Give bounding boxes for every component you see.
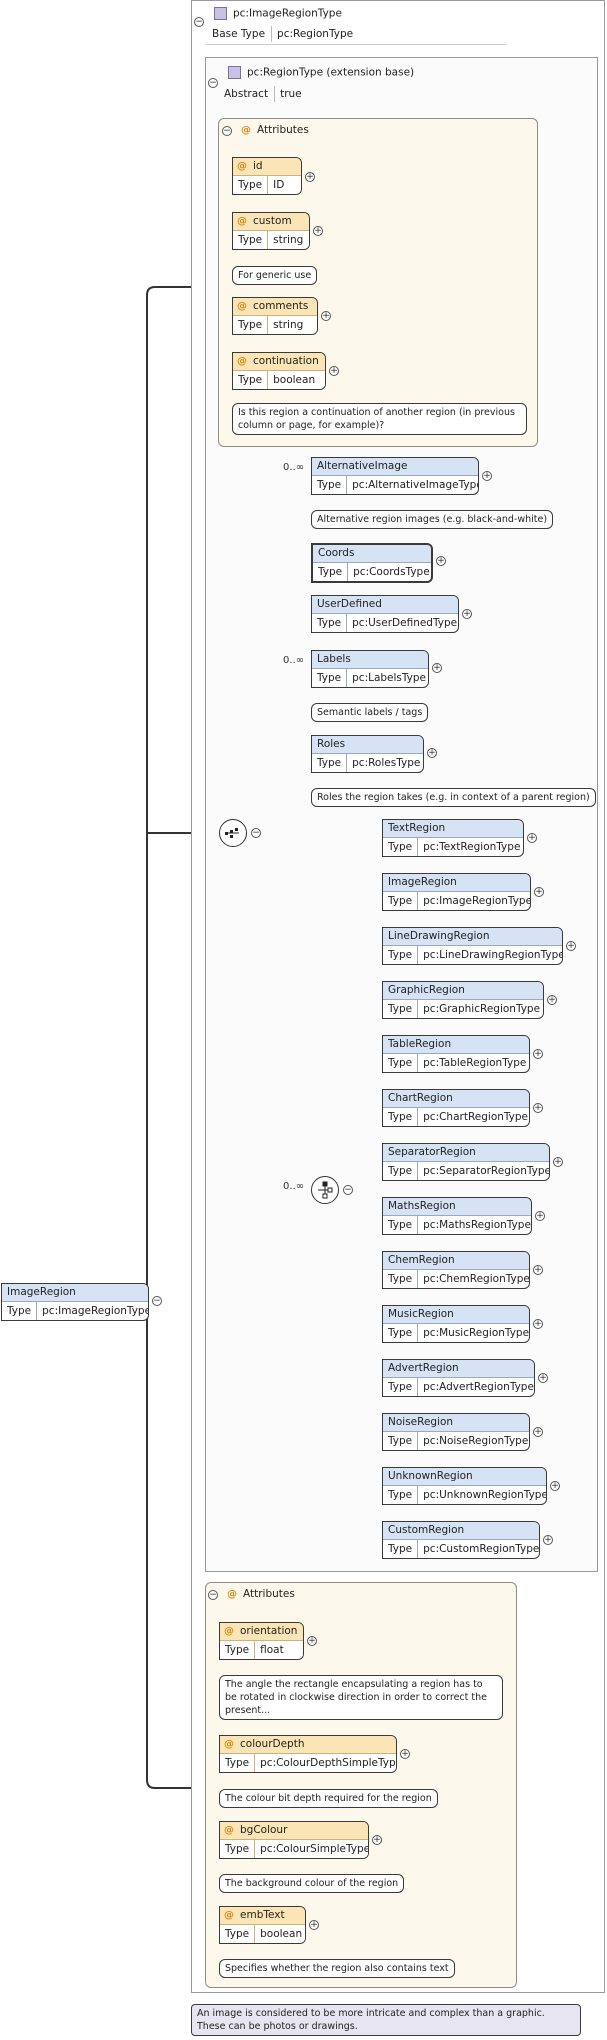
expand-graphic-region-button[interactable]: + [547,995,557,1005]
complex-type-title: pc:ImageRegionType [214,7,342,20]
attribute-icon: @ [241,125,251,136]
bg-colour-note: The background colour of the region [219,1874,405,1893]
base-attributes-title: @Attributes [241,124,309,136]
attributes-title: @Attributes [227,1588,295,1600]
choice-cardinality: 0..∞ [283,1181,305,1192]
orientation-note: The angle the rectangle encapsulating a … [219,1675,503,1720]
expand-line-drawing-region-button[interactable]: + [566,941,576,951]
complex-type-icon [214,7,227,20]
expand-separator-region-button[interactable]: + [553,1157,563,1167]
custom-note: For generic use [232,266,318,285]
extension-title: pc:RegionType (extension base) [228,66,414,79]
expand-alternative-image-button[interactable]: + [482,471,492,481]
expand-chart-region-button[interactable]: + [533,1103,543,1113]
abstract-row: Abstract true [218,86,307,102]
attribute-icon: @ [227,1589,237,1600]
expand-noise-region-button[interactable]: + [533,1427,543,1437]
sequence-compositor-icon [219,819,247,847]
base-type-row: Base Type pc:RegionType [206,26,358,42]
expand-advert-region-button[interactable]: + [538,1373,548,1383]
expand-comments-button[interactable]: + [321,311,331,321]
expand-chem-region-button[interactable]: + [533,1265,543,1275]
attribute-icon: @ [224,1626,234,1637]
expand-emb-text-button[interactable]: + [309,1920,319,1930]
collapse-attributes-button[interactable]: − [208,1590,218,1600]
alternative-image-cardinality: 0..∞ [283,462,305,473]
collapse-sequence-button[interactable]: − [251,828,261,838]
footer-note: An image is considered to be more intric… [191,2004,581,2036]
expand-music-region-button[interactable]: + [533,1319,543,1329]
expand-orientation-button[interactable]: + [307,1636,317,1646]
labels-note: Semantic labels / tags [311,703,429,722]
expand-bg-colour-button[interactable]: + [372,1835,382,1845]
expand-custom-region-button[interactable]: + [543,1535,553,1545]
collapse-root-button[interactable]: − [152,1296,162,1306]
expand-image-region-button[interactable]: + [534,887,544,897]
choice-compositor-icon [311,1176,339,1204]
attribute-icon: @ [237,356,247,367]
attribute-icon: @ [237,161,247,172]
collapse-base-attributes-button[interactable]: − [222,126,232,136]
attribute-icon: @ [237,216,247,227]
extension-icon [228,66,241,79]
attribute-icon: @ [224,1825,234,1836]
alternative-image-note: Alternative region images (e.g. black-an… [311,510,554,529]
divider [206,44,506,45]
expand-unknown-region-button[interactable]: + [550,1481,560,1491]
expand-coords-button[interactable]: + [436,556,446,566]
emb-text-note: Specifies whether the region also contai… [219,1959,455,1978]
attribute-icon: @ [224,1739,234,1750]
roles-note: Roles the region takes (e.g. in context … [311,788,596,807]
expand-labels-button[interactable]: + [432,663,442,673]
colour-depth-note: The colour bit depth required for the re… [219,1789,438,1808]
expand-continuation-button[interactable]: + [329,366,339,376]
expand-table-region-button[interactable]: + [533,1049,543,1059]
expand-colour-depth-button[interactable]: + [400,1749,410,1759]
collapse-choice-button[interactable]: − [343,1185,353,1195]
continuation-note: Is this region a continuation of another… [232,403,527,435]
expand-custom-button[interactable]: + [313,226,323,236]
expand-id-button[interactable]: + [305,172,315,182]
labels-cardinality: 0..∞ [283,655,305,666]
expand-user-defined-button[interactable]: + [462,609,472,619]
attribute-icon: @ [224,1910,234,1921]
collapse-complex-type-button[interactable]: − [194,17,204,27]
expand-maths-region-button[interactable]: + [535,1211,545,1221]
expand-roles-button[interactable]: + [427,748,437,758]
attribute-icon: @ [237,301,247,312]
collapse-extension-button[interactable]: − [208,78,218,88]
expand-text-region-button[interactable]: + [527,833,537,843]
